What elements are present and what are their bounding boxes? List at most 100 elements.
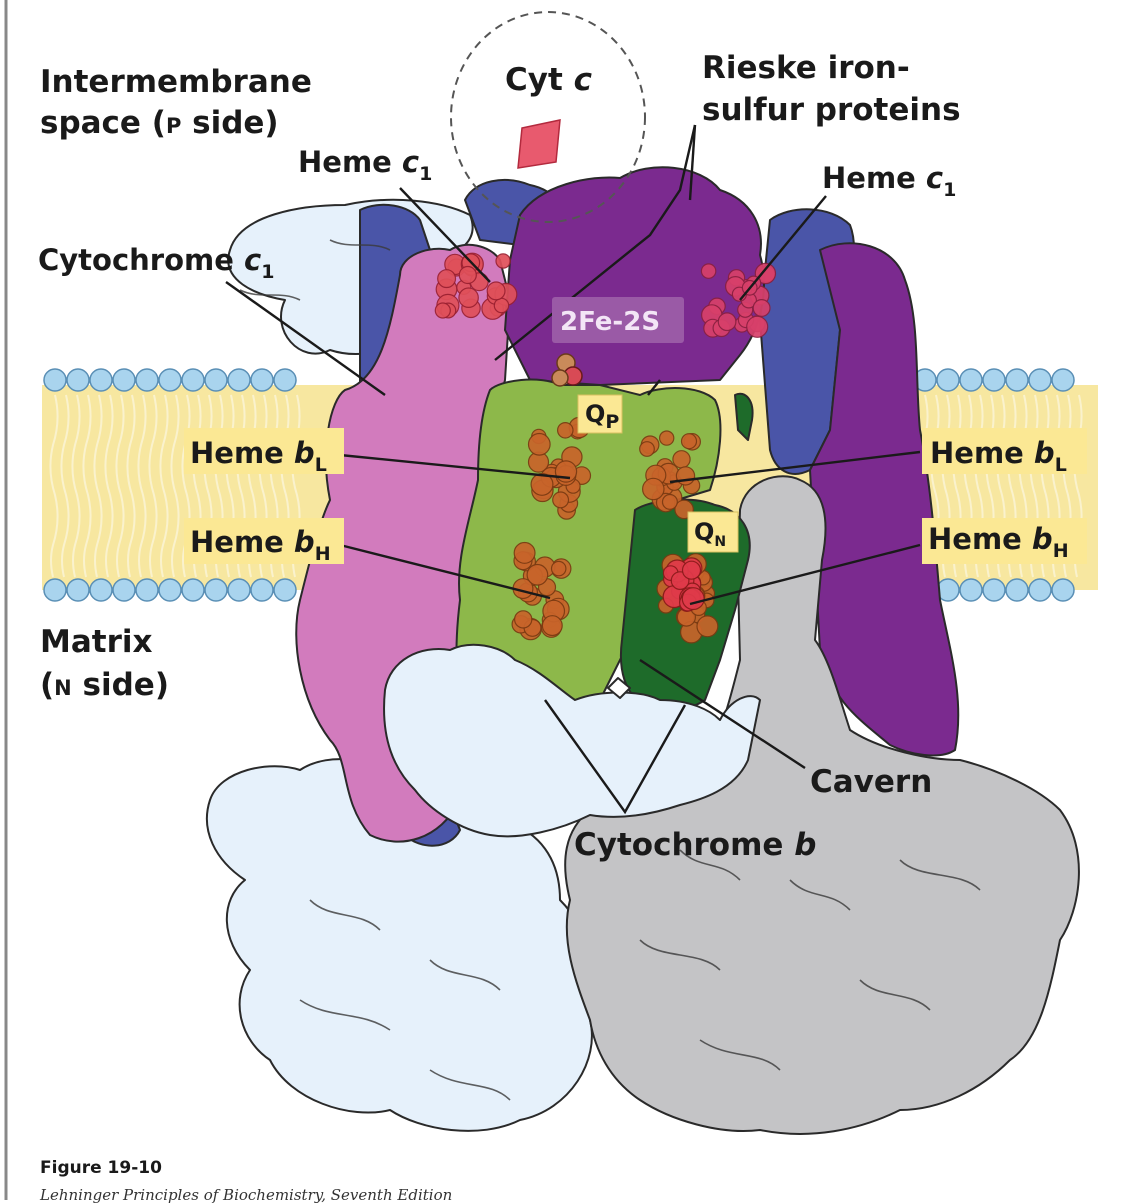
lipid-head [1051, 368, 1075, 392]
lipid-head [982, 368, 1006, 392]
lipid-head [250, 368, 274, 392]
lipid-head [112, 368, 136, 392]
lipid-head [227, 578, 251, 602]
leader-cytochrome-c1 [225, 281, 386, 396]
heme-atom [530, 472, 554, 496]
heme-bl-left-label: Heme bL [190, 436, 327, 476]
lipid-tail [148, 394, 158, 578]
heme-c1-right-label: Heme c1 [822, 161, 956, 201]
heme-atom [458, 265, 477, 285]
rieske-label-line1: Rieske iron- [702, 50, 910, 86]
lipid-tail [115, 394, 125, 578]
rieske-protein-left [504, 166, 765, 386]
heme-atom [458, 287, 479, 308]
heme-bl-left-cluster [527, 416, 592, 520]
heme-bl-right-label: Heme bL [930, 436, 1067, 476]
cyt-c-dashed-outline [450, 11, 646, 223]
heme-atom [552, 491, 570, 509]
heme-atom [527, 432, 551, 456]
fe2s-cluster: 2Fe-2S [551, 297, 684, 387]
heme-bl-left-bg [184, 428, 344, 474]
pale-blue-subunit-front [383, 643, 761, 838]
heme-c1-left-cluster [434, 252, 518, 320]
cytochrome-c1-label: Cytochrome c1 [38, 243, 274, 283]
fe2s-atom-3 [551, 369, 569, 387]
heme-bh-right-label: Heme bH [928, 522, 1069, 562]
heme-atom [514, 610, 533, 629]
cytochrome-b-label: Cytochrome b [574, 827, 816, 863]
leader-heme-bh-right [689, 543, 921, 606]
matrix-label-line1: Matrix [40, 624, 153, 660]
lipid-head [89, 578, 113, 602]
lipid-head [959, 578, 983, 602]
figure-source: Lehninger Principles of Biochemistry, Se… [40, 1186, 453, 1204]
lipid-head [181, 368, 205, 392]
qn-site: QN [687, 511, 739, 553]
cyt-c [450, 11, 646, 223]
lipid-head [273, 368, 297, 392]
lipid-tail [49, 394, 59, 578]
qp-label-box [577, 394, 623, 434]
heme-atom [696, 615, 719, 638]
leader-rieske-mid [688, 124, 697, 201]
heme-c1-right-cluster [700, 262, 777, 338]
heme-atom [681, 560, 702, 580]
lipid-head [1028, 368, 1052, 392]
lipid-head [112, 578, 136, 602]
lipid-head [158, 368, 182, 392]
lipid-head [66, 368, 90, 392]
lipid-head [1005, 578, 1029, 602]
lipid-head [1028, 578, 1052, 602]
qp-site: QP [577, 394, 623, 434]
cavern-label: Cavern [810, 764, 932, 800]
qn-label-box [687, 511, 739, 553]
heme-atom [486, 281, 506, 301]
lipid-heads-bottom [43, 578, 1075, 602]
intermembrane-label-line2: space (P side) [40, 105, 279, 141]
heme-atom [675, 466, 696, 486]
heme-bh-left-cluster [511, 541, 572, 641]
heme-atom [680, 433, 698, 450]
heme-atom [556, 421, 574, 439]
cyt-c-label: Cyt c [505, 62, 593, 98]
gray-subunit-core [564, 475, 1080, 1135]
heme-atom [661, 493, 678, 510]
qn-label: QN [694, 518, 726, 550]
lipid-head [959, 368, 983, 392]
lipid-head [250, 578, 274, 602]
lipid-tail [82, 394, 92, 578]
leader-heme-bl-left [339, 453, 571, 480]
lipid-head [43, 578, 67, 602]
heme-atom [752, 299, 771, 318]
lipid-tail [170, 394, 180, 578]
lipid-head [158, 578, 182, 602]
heme-atom [513, 541, 536, 564]
leader-heme-bh-left [339, 543, 551, 600]
heme-atom [554, 460, 578, 483]
cyt-c-heme-square [517, 119, 561, 169]
lipid-head [135, 578, 159, 602]
dark-green-sliver [734, 392, 754, 441]
heme-atom [434, 302, 451, 319]
heme-bl-right-cluster [639, 430, 701, 520]
lipid-head [181, 578, 205, 602]
lipid-head [227, 368, 251, 392]
lipid-tail [126, 394, 136, 578]
lipid-tail [71, 394, 81, 578]
lipid-head [89, 368, 113, 392]
lipid-head [43, 368, 67, 392]
rieske-label-line2: sulfur proteins [702, 92, 961, 128]
fe2s-label-box [552, 297, 684, 343]
heme-atom [495, 253, 511, 269]
heme-atom [550, 560, 567, 577]
heme-atom [437, 269, 457, 289]
lipid-head [66, 578, 90, 602]
leader-cytochrome-b [544, 699, 687, 815]
rieske-protein-right [809, 242, 960, 757]
lipid-head [936, 368, 960, 392]
heme-atom [717, 312, 737, 332]
lipid-head [1005, 368, 1029, 392]
leader-fe2s [647, 379, 661, 396]
leader-heme-bl-right [669, 450, 921, 484]
